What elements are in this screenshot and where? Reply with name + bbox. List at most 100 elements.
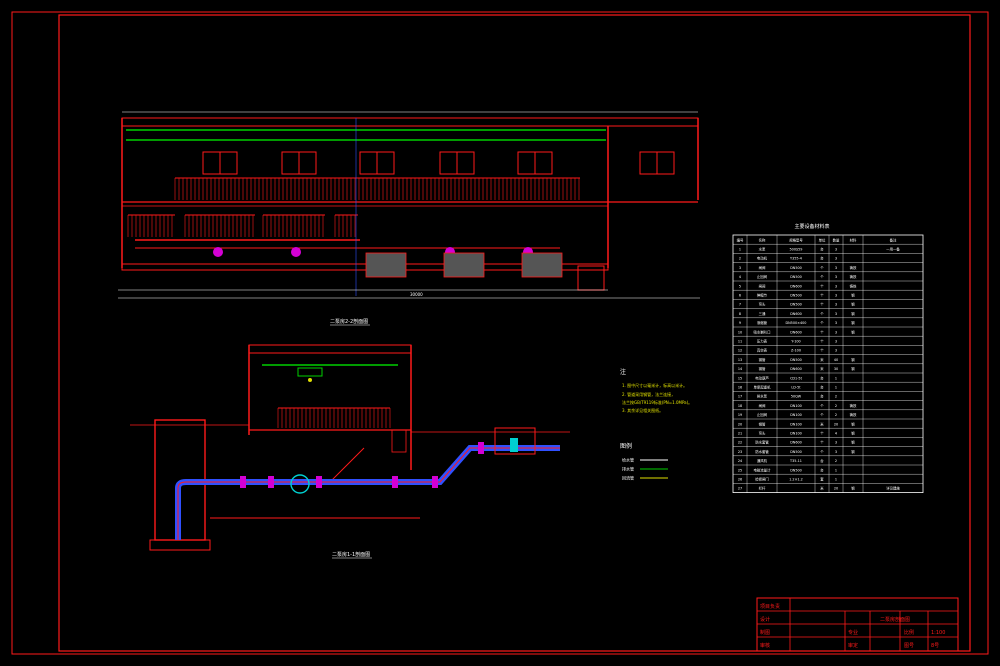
table-cell: 钢 — [851, 430, 855, 435]
table-cell: 台 — [820, 458, 824, 463]
table-cell: 钢 — [851, 292, 855, 297]
table-cell: 弯头 — [759, 302, 766, 307]
table-cell: 伸缩节 — [757, 292, 768, 297]
legend-heading: 图例 — [620, 442, 632, 450]
table-cell: 3 — [835, 275, 837, 279]
table-cell: 钢 — [851, 421, 855, 426]
total-length-dim: 30000 — [410, 292, 423, 297]
table-cell: 铸铁 — [850, 283, 857, 288]
table-cell: 3 — [835, 293, 837, 297]
tb-label-left: 项目负责 — [760, 603, 780, 610]
table-cell: DN600 — [790, 312, 802, 316]
table-cell: 1 — [739, 247, 741, 251]
table-cell: 个 — [820, 338, 824, 343]
table-cell: 钢管 — [759, 357, 766, 362]
table-cell: 钢 — [851, 320, 855, 325]
table-cell: 钢 — [851, 311, 855, 316]
table-cell: 栏杆 — [759, 486, 766, 491]
table-cell: 个 — [820, 320, 824, 325]
table-cell: 弯头 — [759, 430, 766, 435]
table-cell: 防水套管 — [755, 440, 769, 445]
legend-item-label: 回流管 — [622, 475, 634, 481]
table-cell: 详见建施 — [886, 486, 900, 491]
table-cell: 15 — [738, 376, 742, 380]
table-cell: DN600 — [790, 284, 802, 288]
upper-railing — [174, 177, 580, 200]
table-cell: DN100 — [790, 413, 802, 417]
table-cell: CD1-5t — [790, 376, 803, 380]
table-cell: 渐缩管 — [757, 320, 768, 325]
table-cell: 9 — [739, 321, 741, 325]
table-cell: 钢 — [851, 486, 855, 491]
table-cell: 12 — [738, 349, 742, 353]
table-cell: 1 — [835, 376, 837, 380]
table-cell: 20 — [834, 422, 838, 426]
flow-meter-chamber — [494, 427, 536, 455]
table-cell: 3 — [835, 321, 837, 325]
table-cell: 3 — [835, 303, 837, 307]
table-cell: 个 — [820, 311, 824, 316]
table-cell: DN500 — [790, 358, 802, 362]
table-cell: 钢 — [851, 302, 855, 307]
table-cell: 5 — [739, 284, 741, 288]
table-cell: 2 — [835, 459, 837, 463]
table-cell: DN500 — [790, 303, 802, 307]
sheet-label: 图号 — [904, 643, 914, 649]
table-cell: DN500 — [790, 275, 802, 279]
table-header-cell: 名称 — [759, 237, 766, 242]
table-cell: 24 — [738, 459, 742, 463]
table-cell: 排水泵 — [757, 394, 768, 399]
table-cell: 台 — [820, 384, 824, 389]
table-cell: 钢管 — [759, 366, 766, 371]
title-block: 设计 制图 审核 项目负责 二泵房剖面图 专业 审定 比例 1:100 图号 8… — [756, 597, 959, 652]
table-cell: Z-100 — [791, 349, 801, 353]
table-cell: 2 — [739, 257, 741, 261]
table-cell: 铸铁 — [850, 412, 857, 417]
table-cell: 个 — [820, 449, 824, 454]
flow-meter — [510, 438, 518, 452]
drawing-title: 二泵房剖面图 — [880, 616, 910, 623]
notes-heading: 注 — [620, 368, 626, 376]
table-cell: 3 — [835, 284, 837, 288]
table-cell: 7 — [739, 303, 741, 307]
tb-label-left: 设计 — [760, 616, 770, 623]
table-cell: 个 — [820, 440, 824, 445]
table-cell: 4 — [739, 275, 741, 279]
table-cell: 电磁流量计 — [754, 467, 772, 472]
hoist-hook — [308, 378, 312, 382]
table-cell: 米 — [820, 486, 824, 491]
table-cell: 电动机 — [757, 256, 768, 261]
table-cell: 台 — [820, 467, 824, 472]
table-cell: 钢 — [851, 449, 855, 454]
table-cell: 钢 — [851, 440, 855, 445]
table-cell: 23 — [738, 450, 742, 454]
table-cell: 钢 — [851, 366, 855, 371]
note-item: 3. 其余详见相关图纸。 — [622, 407, 663, 413]
table-cell: 米 — [820, 366, 824, 371]
table-cell: 2 — [835, 395, 837, 399]
table-cell: 6 — [739, 293, 741, 297]
table-cell: DN500 — [790, 468, 802, 472]
table-cell: 个 — [820, 348, 824, 353]
table-cell: 2 — [835, 404, 837, 408]
table-cell: 500S59 — [790, 247, 803, 251]
table-header-cell: 单位 — [819, 237, 826, 242]
table-cell: 40 — [834, 358, 838, 362]
table-cell: 20 — [834, 487, 838, 491]
table-cell: 4 — [835, 431, 837, 435]
table-cell: 一用一备 — [886, 246, 900, 251]
table-cell: Y-100 — [791, 339, 800, 343]
table-header-cell: 备注 — [890, 237, 897, 242]
table-cell: DN100 — [790, 431, 802, 435]
table-cell: 22 — [738, 441, 742, 445]
tb-label-left: 制图 — [760, 629, 770, 636]
table-cell: 25 — [738, 468, 742, 472]
table-cell: 检修闸门 — [755, 476, 769, 481]
table-cell: 铸铁 — [850, 274, 857, 279]
table-cell: 真空表 — [757, 348, 768, 353]
table-cell: 台 — [820, 246, 824, 251]
table-cell: 26 — [738, 477, 742, 481]
pump-1-1 — [290, 474, 310, 494]
